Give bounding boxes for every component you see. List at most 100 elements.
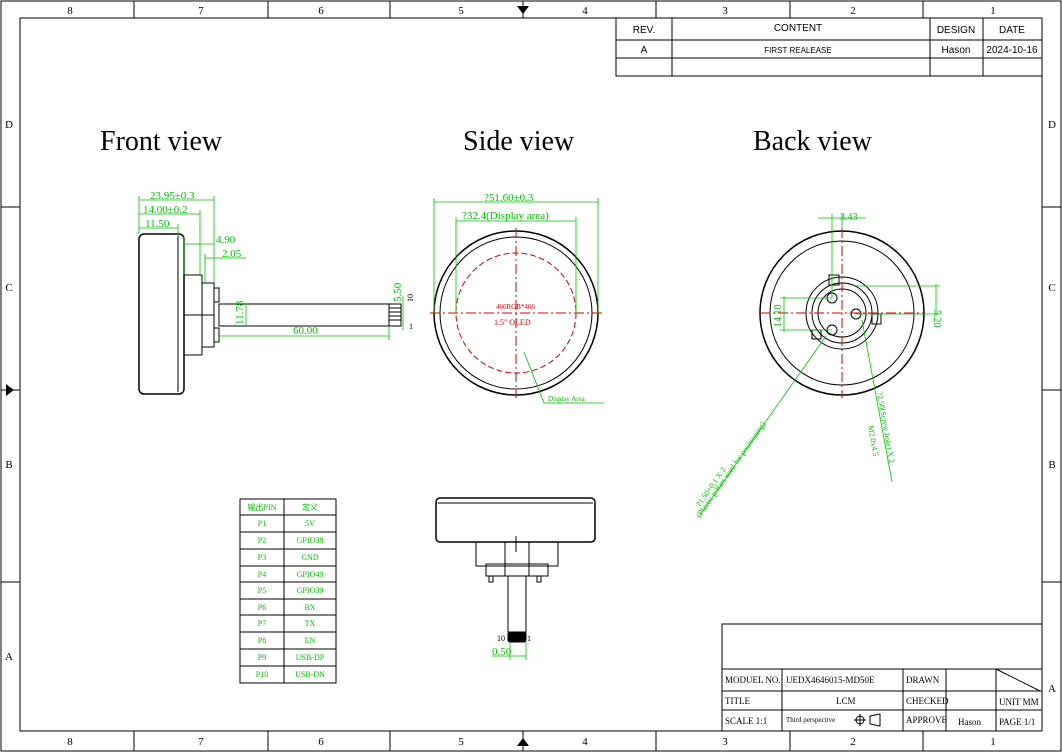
third-angle-projection-icon bbox=[854, 713, 881, 727]
side-resolution: 466RGB*466 bbox=[496, 303, 535, 311]
bottom-pin1: 1 bbox=[527, 634, 531, 643]
bottom-pin10: 10 bbox=[497, 634, 505, 643]
page-value: PAGE 1/1 bbox=[999, 717, 1035, 727]
col-label: 7 bbox=[198, 5, 204, 17]
col-label: 5 bbox=[458, 736, 464, 748]
col-label: 2 bbox=[850, 5, 856, 17]
content-header: CONTENT bbox=[774, 23, 822, 34]
row-label: C bbox=[5, 282, 12, 294]
content-value: FIRST REALEASE bbox=[764, 46, 831, 55]
front-dim-d8: 5.50 bbox=[392, 282, 404, 302]
side-display-area: Display Area bbox=[548, 395, 586, 403]
revision-table: REV. CONTENT DESIGN DATE A FIRST REALEAS… bbox=[615, 17, 1043, 77]
col-label: 2 bbox=[850, 736, 856, 748]
date-value: 2024-10-16 bbox=[986, 45, 1038, 56]
row-label: D bbox=[1048, 119, 1056, 131]
pin-cell: P6 bbox=[258, 603, 266, 612]
checked-label: CHECKED bbox=[906, 696, 949, 706]
rev-value: A bbox=[641, 45, 648, 56]
def-cell: USB-DP bbox=[296, 653, 325, 662]
model-value: UEDX4646015-MD50E bbox=[786, 675, 875, 685]
def-cell: GPIO40 bbox=[297, 570, 324, 579]
rev-header: REV. bbox=[633, 25, 655, 36]
pin-cell: P10 bbox=[256, 670, 268, 679]
title-block: MODUEL NO. UEDX4646015-MD50E DRAWN TITLE… bbox=[721, 623, 1043, 732]
def-cell: 5V bbox=[305, 519, 315, 528]
col-label: 5 bbox=[458, 5, 464, 17]
front-dim-lines bbox=[138, 196, 404, 340]
pin-table: 输出PIN 定义 P1 5V P2 GPIO38 P3 GND P4 GPIO4… bbox=[239, 498, 337, 684]
pin-cell: P8 bbox=[258, 636, 266, 645]
front-dim-d3: 11.50 bbox=[145, 218, 170, 230]
col-label: 4 bbox=[582, 736, 588, 748]
col-label: 8 bbox=[67, 5, 73, 17]
bottom-dim-lines bbox=[492, 642, 527, 660]
perspective-label: Third perspective bbox=[786, 716, 835, 724]
back-view-title: Back view bbox=[753, 126, 873, 157]
unit-value: UNIT MM bbox=[999, 697, 1039, 707]
row-label: B bbox=[1048, 459, 1055, 471]
def-cell: GPIO38 bbox=[297, 536, 324, 545]
col-label: 3 bbox=[722, 5, 728, 17]
front-pin1: 1 bbox=[409, 322, 413, 331]
row-label: C bbox=[1048, 282, 1055, 294]
center-mark-top bbox=[517, 6, 529, 14]
design-value: Hason bbox=[942, 45, 971, 56]
back-dim-lines bbox=[699, 214, 940, 516]
def-cell: RX bbox=[304, 603, 315, 612]
pin-cell: P1 bbox=[258, 519, 266, 528]
col-label: 3 bbox=[722, 736, 728, 748]
back-note-pillars-desc: (Plastic pillars used for positioning) bbox=[694, 420, 767, 519]
center-mark-bottom bbox=[517, 738, 529, 746]
pin-cell: P3 bbox=[258, 553, 266, 562]
def-cell: EN bbox=[305, 636, 316, 645]
pin-cell: P9 bbox=[258, 653, 266, 662]
pin-cell: P4 bbox=[258, 570, 266, 579]
back-dim-d2: 14.10 bbox=[773, 305, 784, 328]
scale-value: SCALE 1:1 bbox=[725, 716, 767, 726]
def-cell: GND bbox=[301, 553, 319, 562]
front-dim-d4: 4.90 bbox=[216, 234, 236, 246]
side-view-title: Side view bbox=[463, 126, 575, 157]
side-dim-outer: ?51.60±0.3 bbox=[484, 192, 534, 204]
col-label: 1 bbox=[990, 736, 996, 748]
front-dim-d1: 23.95±0.3 bbox=[150, 190, 195, 202]
def-cell: GPIO39 bbox=[297, 586, 324, 595]
bottom-dim-d1: 0.50 bbox=[492, 646, 512, 658]
front-dim-d5: 2.05 bbox=[222, 248, 242, 260]
inner-border bbox=[19, 17, 1043, 732]
bottom-view-drawing bbox=[435, 497, 596, 643]
side-dim-lines bbox=[433, 198, 604, 404]
row-label: A bbox=[5, 651, 13, 663]
back-view-drawing bbox=[759, 228, 925, 398]
title-value: LCM bbox=[836, 696, 856, 706]
back-dim-d1: 3.43 bbox=[840, 212, 858, 223]
front-dim-d2: 14.00±0.2 bbox=[143, 204, 188, 216]
approver-value: Hason bbox=[958, 717, 981, 727]
pin-cell: P2 bbox=[258, 536, 266, 545]
def-cell: USB-DN bbox=[295, 670, 325, 679]
col-label: 6 bbox=[318, 736, 324, 748]
col-label: 6 bbox=[318, 5, 324, 17]
side-dim-display: ?32.4(Display area) bbox=[462, 210, 549, 222]
front-pin10: 10 bbox=[406, 294, 415, 302]
side-oled-label: 1.5" OLED bbox=[494, 318, 531, 327]
def-cell: TX bbox=[305, 619, 316, 628]
pin-header: 输出PIN bbox=[248, 502, 277, 512]
row-label: B bbox=[5, 459, 12, 471]
def-header: 定义 bbox=[302, 502, 318, 512]
drawn-label: DRAWN bbox=[906, 675, 940, 685]
front-view-title: Front view bbox=[100, 126, 223, 157]
front-dim-d6: 11.78 bbox=[234, 300, 246, 325]
col-label: 4 bbox=[582, 5, 588, 17]
date-header: DATE bbox=[999, 25, 1025, 36]
approve-label: APPROVE bbox=[906, 715, 948, 725]
design-header: DESIGN bbox=[937, 25, 975, 36]
title-label: TITLE bbox=[725, 696, 750, 706]
model-label: MODUEL NO. bbox=[725, 675, 781, 685]
row-label: A bbox=[1048, 683, 1056, 695]
col-label: 8 bbox=[67, 736, 73, 748]
